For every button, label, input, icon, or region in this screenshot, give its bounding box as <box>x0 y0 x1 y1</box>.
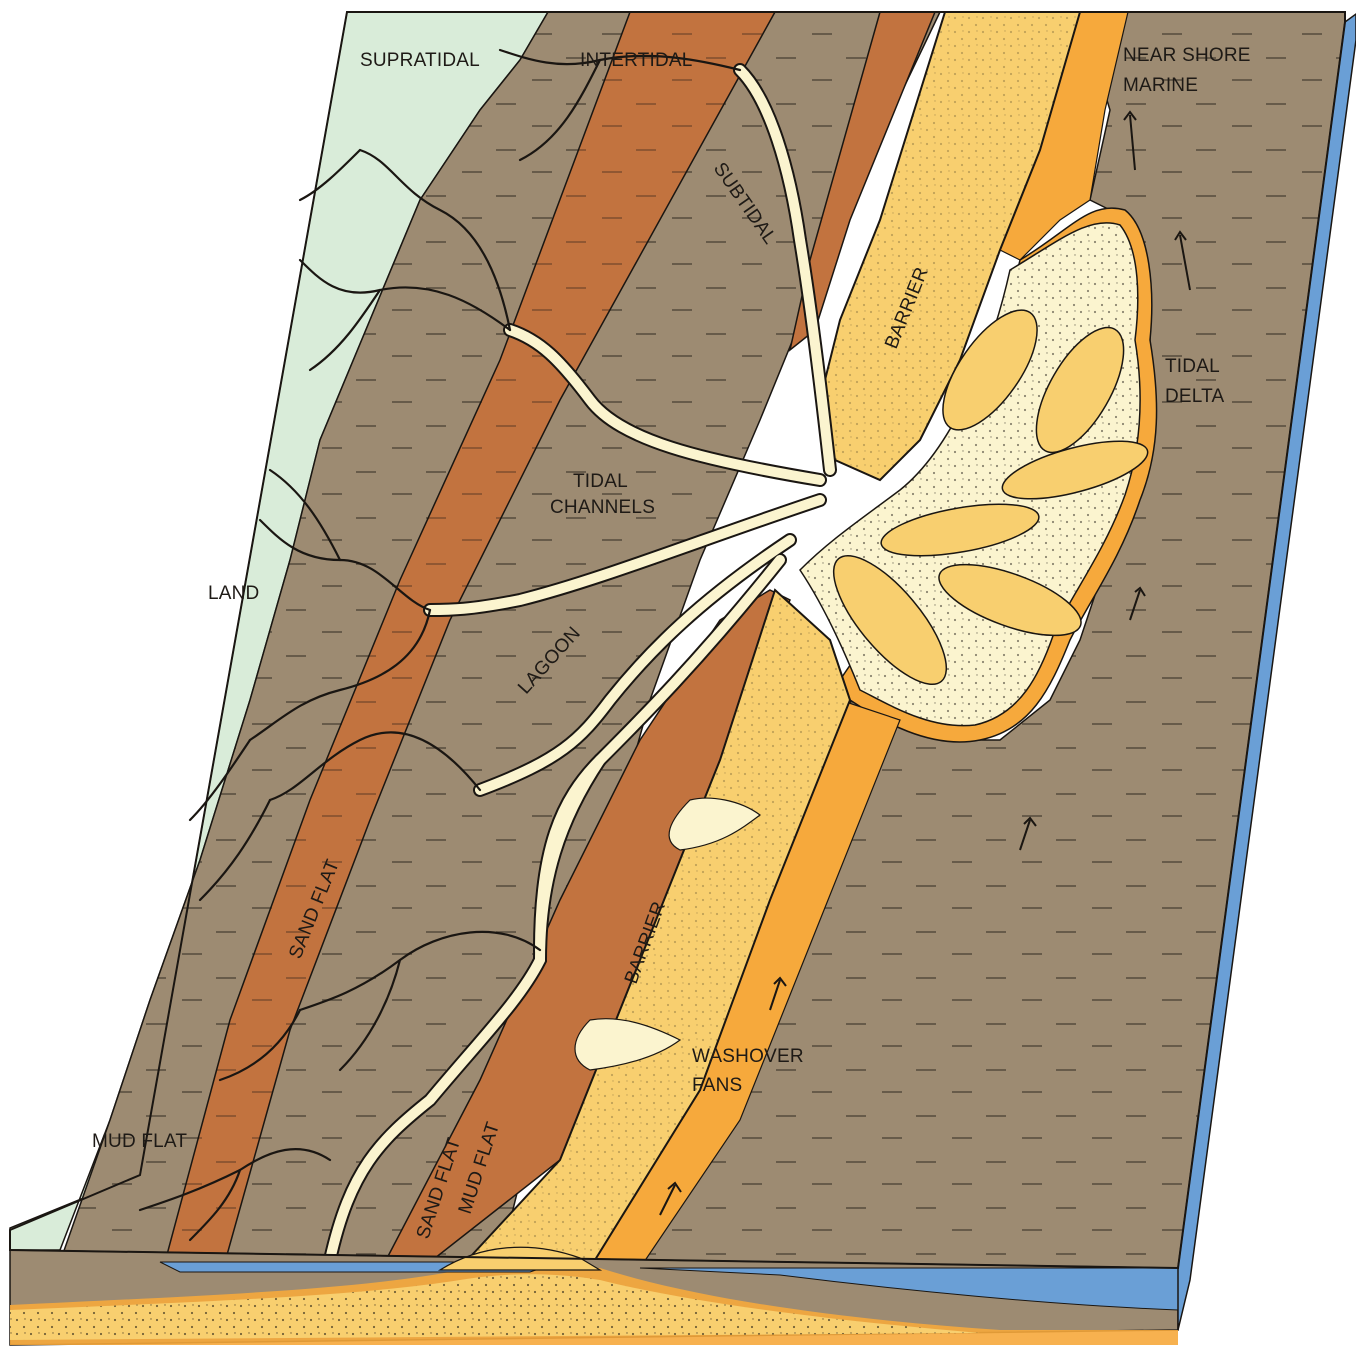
label-tidal-channels-line2: CHANNELS <box>550 497 655 518</box>
label-tidal-delta-line2: DELTA <box>1165 386 1225 407</box>
label-supratidal: SUPRATIDAL <box>360 50 480 71</box>
label-tidal-channels-line1: TIDAL <box>573 471 628 492</box>
label-land: LAND <box>208 583 259 604</box>
label-washover-line1: WASHOVER <box>692 1046 804 1067</box>
label-tidal-delta-line1: TIDAL <box>1165 356 1220 377</box>
label-near-shore-line1: NEAR SHORE <box>1123 45 1251 66</box>
label-mud-flat-west: MUD FLAT <box>92 1131 187 1152</box>
label-intertidal: INTERTIDAL <box>580 50 693 71</box>
label-washover-line2: FANS <box>692 1075 742 1096</box>
label-near-shore-line2: MARINE <box>1123 75 1198 96</box>
